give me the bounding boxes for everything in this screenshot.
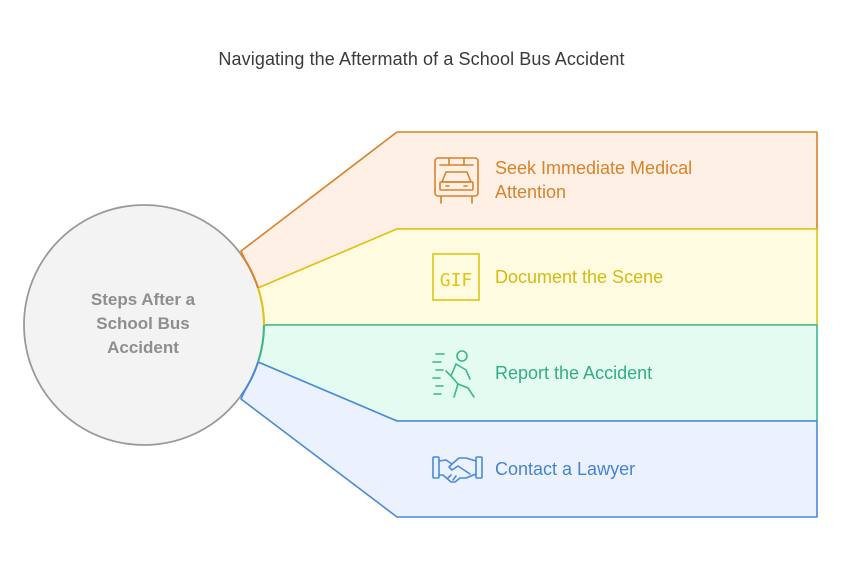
step-label-medical: Seek Immediate Medical Attention: [495, 156, 795, 204]
center-label-line1: Steps After a: [90, 290, 196, 309]
center-arc-blue: [240, 361, 259, 397]
center-arc-orange: [240, 253, 259, 289]
gif-icon-text: GIF: [440, 270, 473, 291]
center-label-line3: Accident: [107, 338, 179, 357]
step-band-lawyer: [240, 361, 818, 518]
center-arc-yellow: [257, 287, 265, 326]
diagram-title: Navigating the Aftermath of a School Bus…: [218, 49, 625, 69]
step-label-lawyer: Contact a Lawyer: [495, 459, 636, 479]
step-label-report: Report the Accident: [495, 363, 653, 383]
report-person-icon: [432, 350, 475, 398]
center-label: Steps After a School Bus Accident: [48, 288, 238, 360]
center-label-line2: School Bus: [96, 314, 190, 333]
step-label-medical-line2: Attention: [495, 182, 567, 202]
center-arc-green: [257, 324, 265, 363]
ambulance-icon: [434, 157, 479, 204]
step-label-medical-line1: Seek Immediate Medical: [495, 158, 693, 178]
step-label-document: Document the Scene: [495, 267, 664, 287]
gif-icon: [432, 253, 480, 301]
handshake-icon: [432, 456, 483, 483]
